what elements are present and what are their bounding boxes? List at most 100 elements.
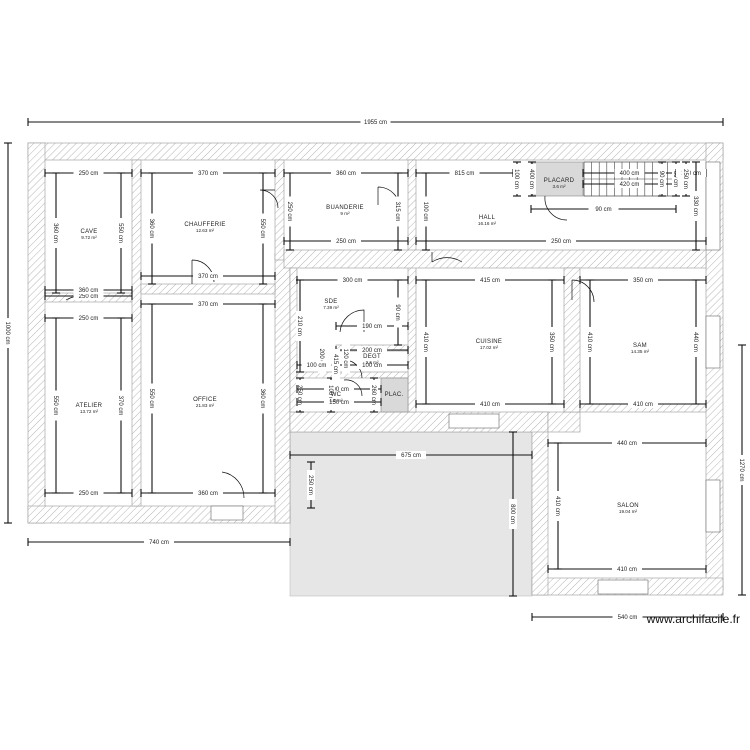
- room-label-cuisine: CUISINE: [476, 339, 502, 345]
- room-area-sde: 7.39 m²: [323, 305, 339, 310]
- dimension-33: 400 cm: [528, 161, 536, 197]
- dimension-50: 100 cm: [296, 361, 337, 369]
- dimension-label: 370 cm: [198, 171, 218, 177]
- dimension-4: 540 cm: [531, 613, 724, 621]
- door-sde: [339, 309, 365, 333]
- dimension-40: 250 cm: [682, 161, 690, 197]
- dimension-label: 540 cm: [618, 615, 638, 621]
- dimension-58: 410 cm: [415, 400, 565, 408]
- dimension-label: 90 cm: [658, 171, 664, 187]
- dimension-2: 1270 cm: [738, 344, 746, 596]
- dimension-label: 100 cm: [329, 387, 349, 393]
- dimension-39: 100 cm: [675, 169, 707, 177]
- dimension-26: 250 cm: [283, 237, 409, 245]
- dimension-65: 440 cm: [547, 439, 707, 447]
- dimension-label: 550 cm: [52, 396, 58, 416]
- dimension-label: 250 cm: [79, 316, 99, 322]
- dimension-13: 360 cm: [52, 172, 60, 294]
- dimension-label: 190 cm: [362, 324, 382, 330]
- dimension-label: 1955 cm: [364, 120, 387, 126]
- room-label-office: OFFICE: [193, 397, 217, 403]
- dimension-label: 675 cm: [401, 453, 421, 459]
- dimension-59: 410 cm: [422, 279, 430, 405]
- dimension-label: 250 cm: [79, 294, 99, 300]
- dimension-label: 350 cm: [548, 332, 554, 352]
- dimension-42: 300 cm: [296, 276, 409, 284]
- dimension-label: 550 cm: [259, 219, 265, 239]
- room-label-sam: SAM: [633, 343, 647, 349]
- room-area-placard: 3.6 m²: [552, 184, 565, 189]
- dimension-label: 250 cm: [336, 239, 356, 245]
- dimension-30: 250 cm: [415, 237, 707, 245]
- dimension-label: 410 cm: [422, 332, 428, 352]
- dimension-1: 1000 cm: [4, 142, 12, 524]
- dimension-label: 260 cm: [370, 385, 376, 405]
- door-hall: [431, 252, 463, 263]
- room-area-atelier: 13.72 m²: [80, 409, 99, 414]
- dimension-label: 350 cm: [633, 278, 653, 284]
- dimension-22: 550 cm: [259, 172, 267, 285]
- dimension-label: 90 cm: [595, 207, 611, 213]
- dimension-37: 90 cm: [658, 161, 666, 197]
- room-area-sam: 14.35 m²: [631, 349, 650, 354]
- dimension-label: 100 cm: [307, 363, 327, 369]
- dimension-label: 300 cm: [343, 278, 363, 284]
- dimension-label: 250 cm: [307, 475, 313, 495]
- dimension-43: 210 cm: [296, 279, 304, 373]
- dimension-label: 315 cm: [394, 202, 400, 222]
- dimension-label: 250 cm: [296, 385, 302, 405]
- plac-closet: [380, 377, 409, 413]
- dimension-label: 440 cm: [617, 441, 637, 447]
- dimension-label: 410 cm: [586, 332, 592, 352]
- dimension-label: 360 cm: [52, 223, 58, 243]
- dimension-41: 330 cm: [692, 161, 700, 251]
- room-area-office: 21.83 m²: [196, 403, 215, 408]
- room-area-chaufferie: 12.63 m²: [196, 228, 215, 233]
- dimension-label: 330 cm: [692, 196, 698, 216]
- dimension-9: 250 cm: [44, 292, 133, 300]
- dimension-label: 250 cm: [286, 202, 292, 222]
- room-label-wc: WC: [331, 392, 342, 398]
- room-label-hall: HALL: [479, 215, 496, 221]
- room-area-hall: 16.16 m²: [478, 221, 497, 226]
- dimension-16: 370 cm: [117, 317, 125, 494]
- dimension-27: 250 cm: [286, 172, 294, 251]
- dimension-66: 410 cm: [547, 565, 707, 573]
- dimension-label: 410 cm: [480, 402, 500, 408]
- dimension-label: 200 cm: [362, 348, 382, 354]
- dimension-54: 260 cm: [370, 377, 378, 413]
- room-label-placard: PLACARD: [544, 178, 575, 184]
- dimension-label: 100 cm: [362, 363, 382, 369]
- dimension-14: 550 cm: [117, 172, 125, 294]
- dimension-label: 415 cm: [480, 278, 500, 284]
- dimension-5: 675 cm: [289, 451, 533, 459]
- dimension-label: 250 cm: [551, 239, 571, 245]
- dimension-lines: 1955 cm 1000 cm 1270 cm 740 cm 540 cm 675 cm 8…: [4, 118, 746, 621]
- dimension-29: 815 cm: [415, 169, 514, 177]
- dimension-51: 250 cm: [296, 377, 304, 413]
- dimension-23: 550 cm: [148, 303, 156, 494]
- dimension-label: 360 cm: [259, 389, 265, 409]
- dimension-6: 800 cm: [509, 431, 517, 597]
- dimension-label: 370 cm: [117, 396, 123, 416]
- room-label-sde: SDE: [324, 299, 337, 305]
- dimension-7: 250 cm: [307, 461, 315, 509]
- dimension-20: 360 cm: [140, 489, 276, 497]
- dimension-label: 550 cm: [148, 389, 154, 409]
- dimension-label: 100 cm: [513, 169, 519, 189]
- dimension-25: 360 cm: [283, 169, 409, 177]
- dimension-label: 370 cm: [198, 302, 218, 308]
- dimension-label: 360 cm: [336, 171, 356, 177]
- dimension-36: 90 cm: [530, 205, 677, 213]
- dimension-31: 100 cm: [422, 172, 430, 251]
- dimension-55: 150 cm: [296, 398, 382, 406]
- dimension-label: 400 cm: [528, 169, 534, 189]
- dimension-label: 100 cm: [327, 385, 333, 405]
- dimension-label: 360 cm: [79, 288, 99, 294]
- dimension-label: 60 cm: [672, 171, 678, 187]
- dimension-3: 740 cm: [27, 538, 291, 546]
- watermark-text[interactable]: www.archifacile.fr: [646, 612, 740, 626]
- dimension-label: 410 cm: [633, 402, 653, 408]
